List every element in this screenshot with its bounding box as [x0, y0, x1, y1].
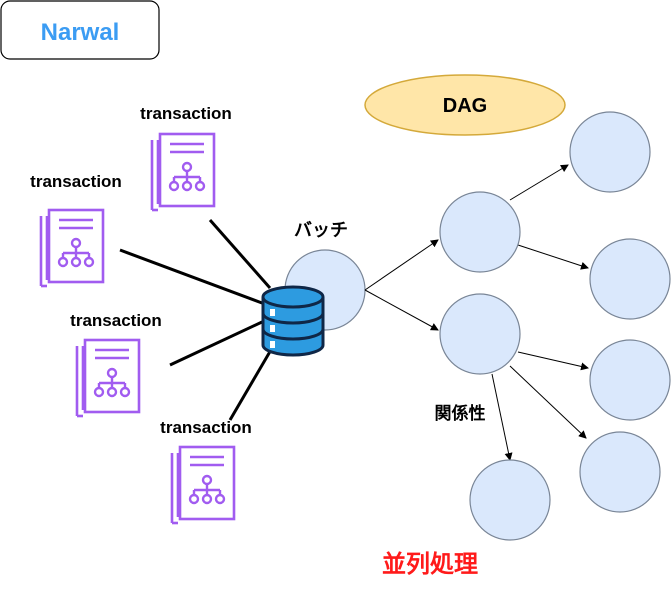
- relation-label: 関係性: [435, 403, 486, 423]
- title-box: Narwal: [0, 0, 160, 60]
- transaction-doc: transaction: [70, 311, 162, 418]
- dag-arrow: [364, 289, 439, 331]
- dag-ellipse: [364, 74, 566, 136]
- dag-edges: [364, 164, 589, 461]
- transaction-label: transaction: [140, 104, 232, 123]
- document-icon: [39, 208, 105, 288]
- document-icon: [150, 132, 216, 212]
- dag-node: [579, 431, 661, 513]
- transaction-doc: transaction: [160, 418, 252, 525]
- batch-label: バッチ: [294, 220, 348, 240]
- dag-node: [589, 238, 671, 320]
- connector-line: [169, 320, 263, 367]
- parallel-processing-label: 並列処理: [382, 550, 478, 578]
- dag-arrow: [517, 244, 589, 270]
- dag-node: [469, 459, 551, 541]
- document-icon: [170, 445, 236, 525]
- connector-line: [208, 219, 272, 289]
- title-frame: [0, 0, 160, 60]
- dag-label: DAG: [443, 95, 487, 117]
- dag-node: [589, 339, 671, 421]
- database-icon: [261, 285, 325, 357]
- connector-line: [119, 248, 263, 305]
- dag-arrow: [364, 239, 439, 291]
- dag-node: [569, 111, 651, 193]
- dag-nodes: [439, 111, 671, 541]
- dag-node: [439, 293, 521, 375]
- transaction-connectors: [119, 219, 277, 421]
- dag-tag: DAG: [364, 74, 566, 136]
- connector-line: [228, 342, 277, 421]
- transaction-doc: transaction: [30, 172, 122, 288]
- transaction-label: transaction: [30, 172, 122, 191]
- dag-arrow: [491, 373, 513, 461]
- dag-arrow: [509, 164, 569, 201]
- dag-arrow: [509, 365, 587, 439]
- title-text: Narwal: [41, 19, 120, 46]
- transaction-label: transaction: [70, 311, 162, 330]
- dag-node: [439, 191, 521, 273]
- transaction-label: transaction: [160, 418, 252, 437]
- dag-arrow: [517, 351, 589, 371]
- transaction-doc: transaction: [140, 104, 232, 212]
- document-icon: [75, 338, 141, 418]
